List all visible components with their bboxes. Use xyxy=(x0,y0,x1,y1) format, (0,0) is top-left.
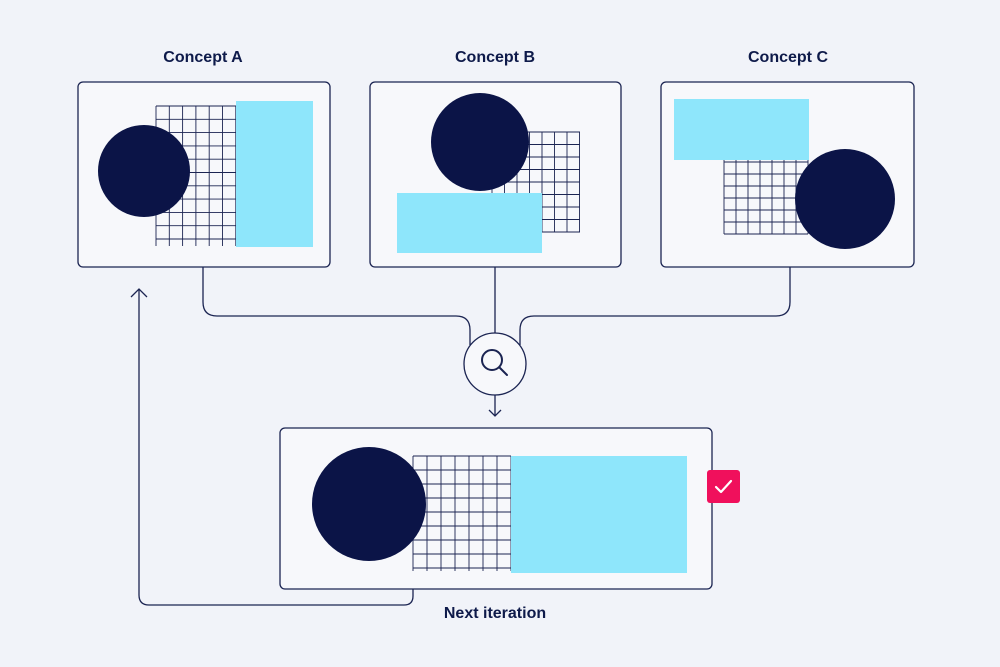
next-iteration-card xyxy=(279,427,713,590)
next-iteration-label: Next iteration xyxy=(443,605,547,622)
concept-c-label: Concept C xyxy=(748,49,828,66)
check-icon xyxy=(714,479,733,494)
arrow-up-icon xyxy=(130,288,148,298)
concept-a-label: Concept A xyxy=(163,49,243,66)
navy-circle xyxy=(98,125,190,217)
navy-circle xyxy=(312,447,426,561)
concept-b-label: Concept B xyxy=(455,49,535,66)
concept-a-card xyxy=(77,81,331,268)
selected-badge xyxy=(707,470,740,503)
cyan-rectangle xyxy=(236,101,313,247)
navy-circle xyxy=(431,93,529,191)
cyan-rectangle xyxy=(397,193,542,253)
review-node xyxy=(463,332,527,396)
connector-a xyxy=(202,267,471,345)
cyan-rectangle xyxy=(511,456,687,573)
arrow-down-icon xyxy=(488,409,502,417)
concept-b-card xyxy=(369,81,622,268)
connector-c xyxy=(519,267,791,345)
magnifier-icon xyxy=(481,349,508,376)
cyan-rectangle xyxy=(674,99,809,160)
loop-back-line xyxy=(138,289,414,606)
connectors xyxy=(130,267,791,606)
concept-c-card xyxy=(660,81,915,268)
navy-circle xyxy=(795,149,895,249)
